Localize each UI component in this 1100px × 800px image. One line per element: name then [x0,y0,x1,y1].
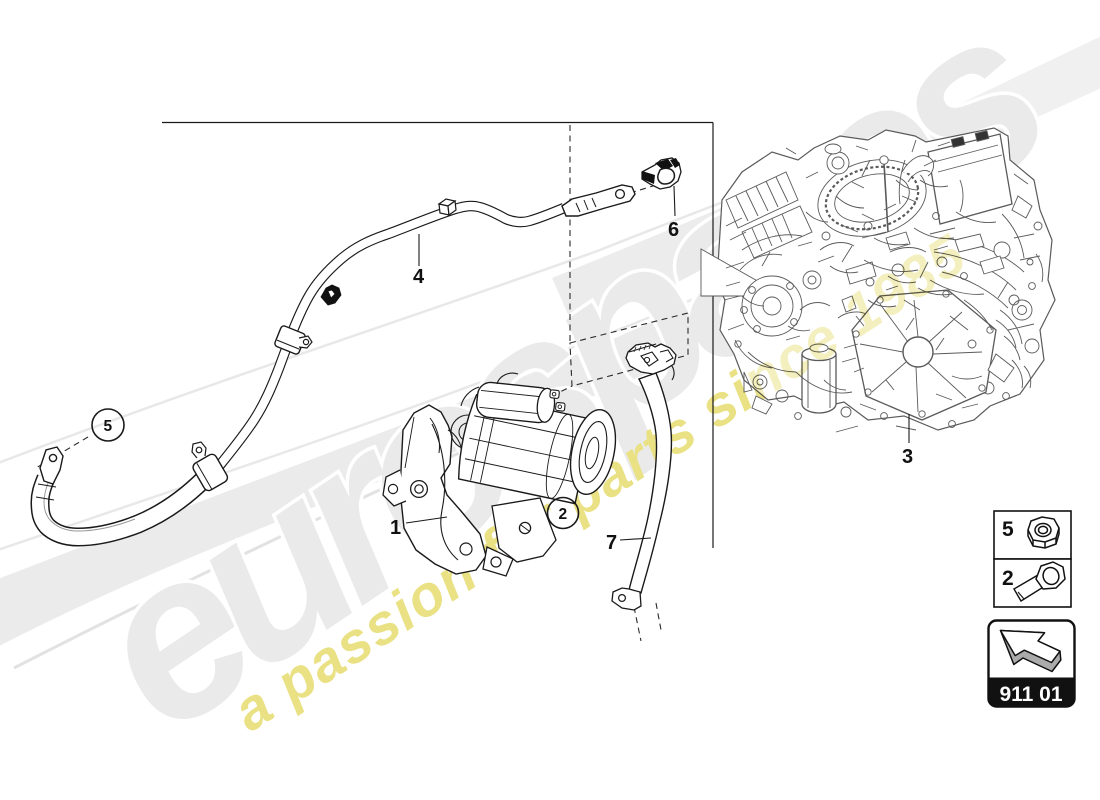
svg-text:1: 1 [390,517,401,539]
svg-text:6: 6 [668,219,679,241]
svg-text:4: 4 [413,266,425,288]
svg-text:2: 2 [1002,567,1014,590]
svg-text:911 01: 911 01 [999,683,1062,706]
svg-text:2: 2 [559,506,568,523]
svg-text:3: 3 [902,446,913,468]
svg-text:7: 7 [606,532,617,554]
svg-text:5: 5 [104,418,113,435]
svg-text:5: 5 [1002,518,1014,541]
